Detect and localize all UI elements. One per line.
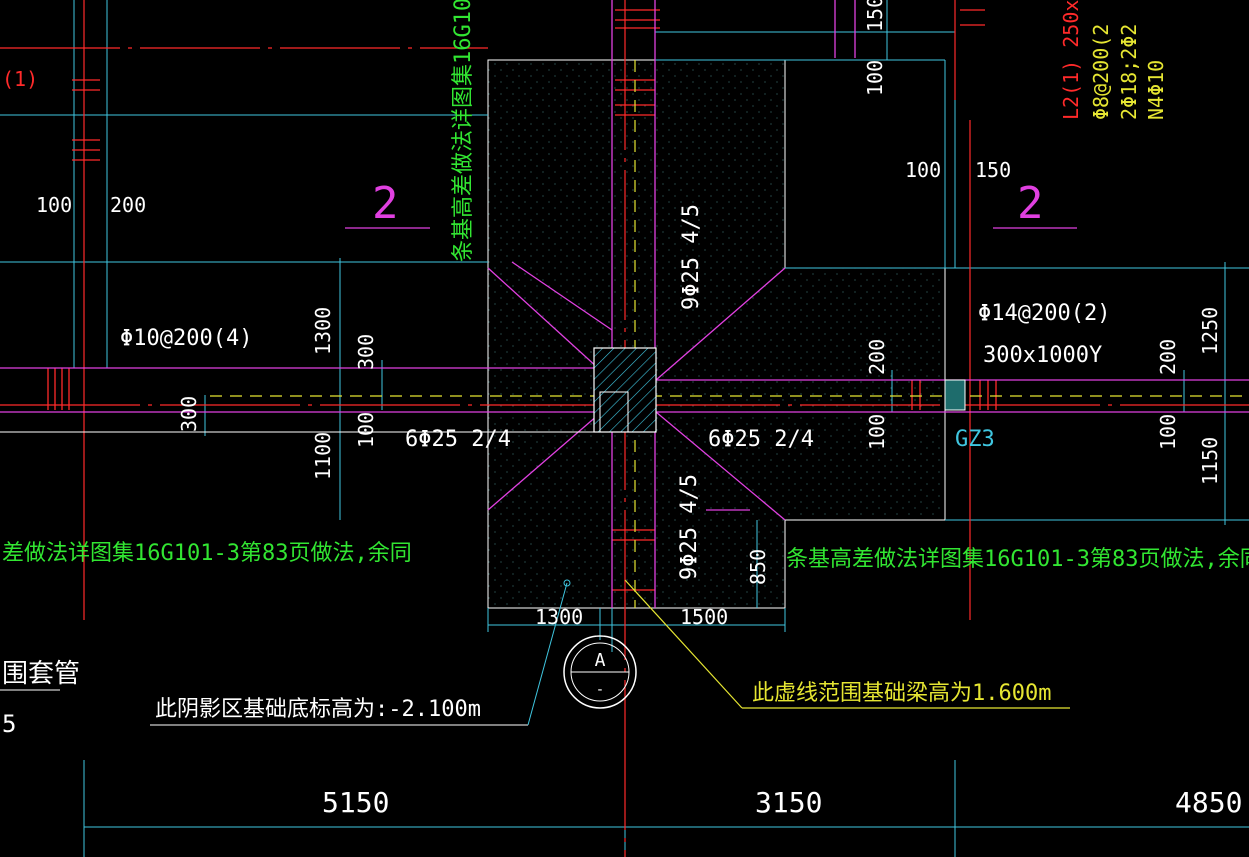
- dim-850: 850: [746, 549, 770, 585]
- dim-200-left: 200: [110, 193, 146, 217]
- detail-bubble-bottom: -: [596, 682, 604, 698]
- dim-100-mid: 100: [354, 412, 378, 448]
- dim-300-a: 300: [354, 334, 378, 370]
- rebar-vert-bottom: 9Φ25 4/5: [677, 474, 702, 580]
- beam-l2-details: Φ8@200(2 2Φ18;2Φ2 N4Φ10: [1089, 24, 1168, 120]
- note-vertical-green: 条基高差做法详图集16G101-3: [451, 0, 476, 262]
- dim-150-right: 150: [975, 158, 1011, 182]
- note-right-green: 条基高差做法详图集16G101-3第83页做法,余同: [786, 547, 1249, 572]
- beam-l2-line4: N4Φ10: [1144, 60, 1168, 120]
- rebar-texts: Φ10@200(4) 6Φ25 2/4 6Φ25 2/4 9Φ25 4/5 9Φ…: [120, 204, 1110, 580]
- dim-1150: 1150: [1198, 437, 1222, 485]
- axis-4850: 4850: [1175, 786, 1242, 819]
- left-red-label: (1): [2, 67, 38, 91]
- dim-100-right: 100: [905, 158, 941, 182]
- dim-100-mid2: 100: [865, 414, 889, 450]
- gz3-label: GZ3: [955, 427, 995, 452]
- detail-bubble-top: A: [595, 650, 606, 671]
- shaded-foundation-zone: [487, 59, 946, 609]
- left-edge-digit: 5: [2, 710, 16, 738]
- note-dashed-beam-height: 此虚线范围基础梁高为1.600m: [752, 681, 1051, 706]
- dim-1300-bottom: 1300: [535, 605, 583, 629]
- dim-100-top: 100: [863, 60, 887, 96]
- beam-l2-line1: L2(1) 250x: [1059, 0, 1083, 120]
- magenta-beam-lines: [0, 0, 1249, 608]
- dim-150-top: 150: [863, 0, 887, 32]
- beam-l2-line2: Φ8@200(2: [1089, 24, 1113, 120]
- yellow-dashed-beam: [210, 60, 1249, 709]
- dim-1100: 1100: [311, 432, 335, 480]
- axis-3150: 3150: [755, 786, 822, 819]
- rebar-main-left: 6Φ25 2/4: [405, 427, 511, 452]
- dim-100-right2: 100: [1156, 414, 1180, 450]
- dim-1250: 1250: [1198, 307, 1222, 355]
- rebar-main-right: 6Φ25 2/4: [708, 427, 814, 452]
- detail-bubble: A -: [563, 635, 637, 709]
- beam-l2-line3: 2Φ18;2Φ2: [1117, 24, 1141, 120]
- rebar-section-right: 300x1000Y: [983, 343, 1102, 368]
- center-column: [593, 347, 657, 433]
- white-lines: [0, 431, 600, 726]
- dimension-texts: 100 200 100 150 1300 1500 5150 3150 4850…: [36, 0, 1242, 819]
- left-edge-casing: 围套管: [2, 659, 80, 689]
- section-mark-left: 2: [372, 178, 399, 229]
- rebar-stirrup-right: Φ14@200(2): [978, 301, 1110, 326]
- note-left-green: 差做法详图集16G101-3第83页做法,余同: [2, 541, 412, 566]
- gz3-column: [944, 379, 966, 411]
- dim-100-left: 100: [36, 193, 72, 217]
- dim-200-mid: 200: [865, 339, 889, 375]
- rebar-stirrup-left: Φ10@200(4): [120, 326, 252, 351]
- dim-200-right: 200: [1156, 339, 1180, 375]
- dim-300-b: 300: [177, 396, 201, 432]
- section-mark-right: 2: [1017, 178, 1044, 229]
- beam-l2-callout: L2(1) 250x: [1059, 0, 1083, 120]
- dim-1500-bottom: 1500: [680, 605, 728, 629]
- dim-1300: 1300: [311, 307, 335, 355]
- note-shaded-elevation: 此阴影区基础底标高为:-2.100m: [155, 697, 481, 722]
- rebar-vert-top: 9Φ25 4/5: [679, 204, 704, 310]
- axis-5150: 5150: [322, 786, 389, 819]
- green-notes: 条基高差做法详图集16G101-3 差做法详图集16G101-3第83页做法,余…: [2, 0, 1249, 572]
